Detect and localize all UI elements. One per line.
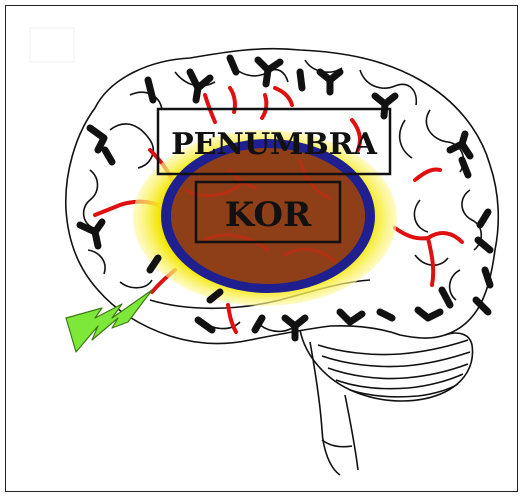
core-label: KOR xyxy=(225,195,312,235)
penumbra-label: PENUMBRA xyxy=(171,127,378,162)
blank-patch xyxy=(30,28,74,62)
lightning-bolt-icon xyxy=(66,290,152,352)
